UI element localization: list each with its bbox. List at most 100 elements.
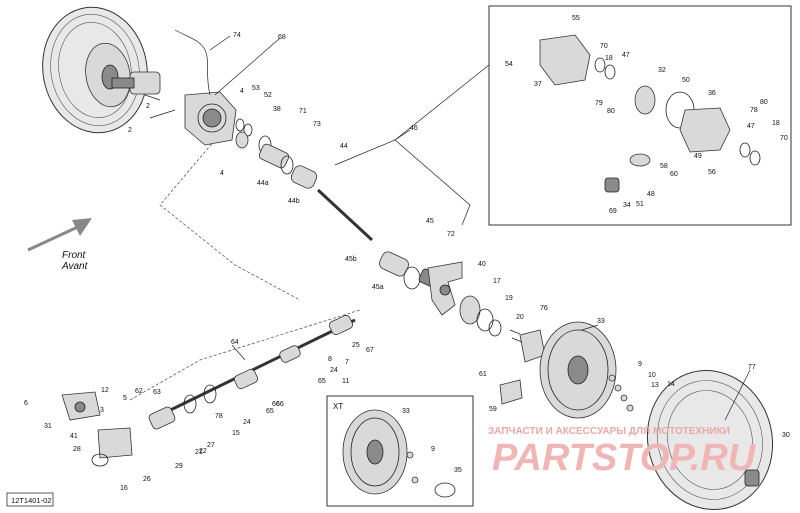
part-number-6: 6 [24, 400, 28, 407]
axis-dash-1 [159, 139, 301, 301]
part-number-32: 32 [658, 67, 666, 74]
part-number-46: 46 [410, 125, 418, 132]
part-number-20: 20 [516, 314, 524, 321]
part-number-9: 9 [431, 446, 435, 453]
inset-xt-wheel [342, 409, 456, 498]
brake-caliper-left [61, 391, 133, 467]
diagram-id-box [6, 492, 54, 507]
bracket-46-b [394, 139, 471, 226]
part-number-3: 3 [100, 407, 104, 414]
washer-52 [243, 123, 253, 137]
part-number-16: 16 [120, 485, 128, 492]
part-number-22: 22 [199, 448, 207, 455]
part-number-30: 30 [782, 432, 790, 439]
seal-38 [235, 131, 249, 149]
part-number-45b: 45b [345, 256, 357, 263]
part-number-52: 52 [264, 92, 272, 99]
part-number-28: 28 [73, 446, 81, 453]
part-number-29: 29 [175, 463, 183, 470]
part-number-71: 71 [299, 108, 307, 115]
part-number-68: 68 [278, 34, 286, 41]
part-number-18: 18 [772, 120, 780, 127]
part-number-12: 12 [101, 387, 109, 394]
valve-30 [744, 469, 760, 487]
part-number-35: 35 [454, 467, 462, 474]
part-number-77: 77 [748, 364, 756, 371]
part-number-44: 44 [340, 143, 348, 150]
part-number-55: 55 [572, 15, 580, 22]
part-number-4: 4 [220, 170, 224, 177]
axle-stub [111, 77, 135, 89]
front-direction-arrow-icon [27, 218, 92, 252]
part-number-70: 70 [600, 43, 608, 50]
right-tyre [646, 370, 774, 510]
part-number-7: 7 [345, 359, 349, 366]
bearing-17 [459, 295, 481, 325]
part-number-51: 51 [636, 201, 644, 208]
left-tyre [42, 6, 148, 134]
wheel-rim-33 [539, 321, 617, 419]
part-number-76: 76 [540, 305, 548, 312]
detail-inset-differential [488, 5, 792, 226]
bracket-46 [334, 64, 490, 166]
part-number-27: 27 [207, 442, 215, 449]
part-number-47: 47 [747, 123, 755, 130]
part-number-80: 80 [607, 108, 615, 115]
part-number-24: 24 [243, 419, 251, 426]
inset-diff-parts [539, 34, 761, 193]
part-number-41: 41 [70, 433, 78, 440]
xt-inset-title: XT [333, 402, 343, 411]
part-number-78: 78 [215, 413, 223, 420]
part-number-54: 54 [505, 61, 513, 68]
part-number-33: 33 [402, 408, 410, 415]
hub-assembly [129, 71, 161, 95]
part-number-4: 4 [240, 88, 244, 95]
part-number-70: 70 [780, 135, 788, 142]
diagram-id: 12T1401-02 [11, 496, 51, 505]
part-number-33: 33 [597, 318, 605, 325]
washer-53 [235, 118, 245, 132]
part-number-17: 17 [493, 278, 501, 285]
part-number-11: 11 [342, 378, 349, 385]
wheel-hub-76 [509, 329, 546, 363]
watermark-tagline: ЗАПЧАСТИ И АКСЕССУАРЫ ДЛЯ МОТОТЕХНИКИ [488, 426, 730, 437]
part-number-14: 14 [667, 381, 675, 388]
part-number-79: 79 [595, 100, 603, 107]
part-number-44b: 44b [288, 198, 300, 205]
ring-19 [476, 308, 494, 332]
brake-rotor-59 [499, 379, 523, 405]
drive-shaft-joint [258, 143, 374, 242]
part-number-49: 49 [694, 153, 702, 160]
part-number-64: 64 [231, 339, 239, 346]
part-number-8: 8 [328, 356, 332, 363]
part-number-36: 36 [708, 90, 716, 97]
axis-dash-2 [129, 309, 361, 401]
part-number-2: 2 [128, 127, 132, 134]
part-number-15: 15 [232, 430, 240, 437]
part-number-53: 53 [252, 85, 260, 92]
part-number-50: 50 [682, 77, 690, 84]
lower-drive-shaft [148, 314, 356, 430]
part-number-78: 78 [750, 107, 758, 114]
part-number-58: 58 [660, 163, 668, 170]
avant-label: Avant [61, 261, 89, 272]
detail-inset-xt-wheel [326, 395, 474, 507]
part-number-2: 2 [146, 103, 150, 110]
part-number-18: 18 [605, 55, 613, 62]
part-number-25: 25 [352, 342, 360, 349]
part-number-47: 47 [622, 52, 630, 59]
steering-knuckle [427, 261, 463, 316]
part-number-72: 72 [447, 231, 455, 238]
part-number-19: 19 [505, 295, 513, 302]
part-number-69: 69 [609, 208, 617, 215]
ring-20 [488, 319, 502, 337]
part-number-5: 5 [123, 395, 127, 402]
part-number-63: 63 [153, 389, 161, 396]
part-number-45: 45 [426, 218, 434, 225]
part-number-73: 73 [313, 121, 321, 128]
part-number-80: 80 [760, 99, 768, 106]
part-number-65: 65 [266, 408, 274, 415]
